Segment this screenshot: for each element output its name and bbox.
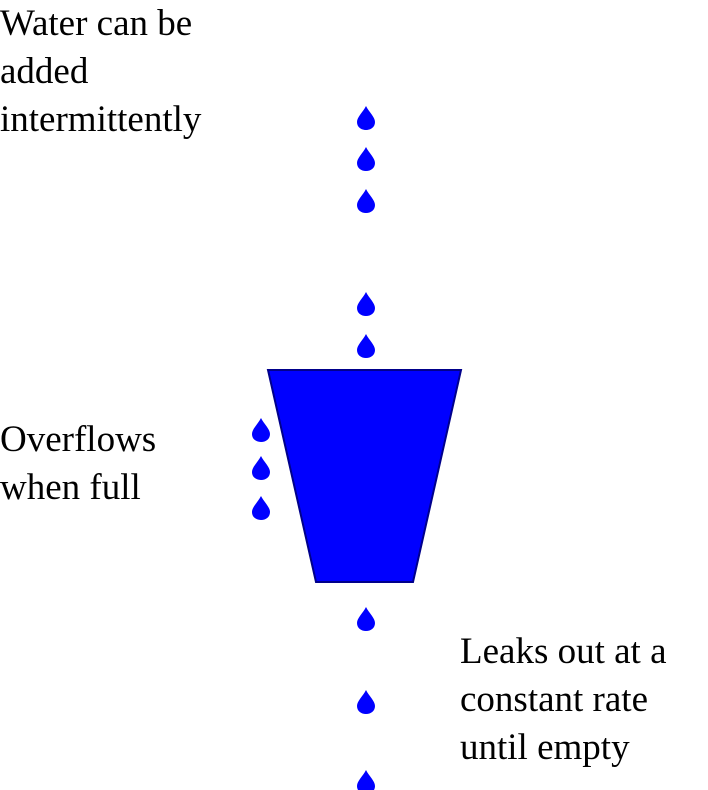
input-label: Water can be added intermittently — [0, 0, 201, 144]
overflow-drops — [252, 418, 270, 520]
leak-label-line-2: constant rate — [460, 679, 648, 720]
leak-label-line-1: Leaks out at a — [460, 631, 667, 672]
water-drop — [357, 292, 375, 316]
water-drop — [357, 147, 375, 171]
leak-label-line-3: until empty — [460, 727, 630, 768]
water-drop — [252, 418, 270, 442]
water-drop — [357, 334, 375, 358]
incoming-drops — [357, 106, 375, 358]
water-drop — [357, 770, 375, 790]
water-drop — [252, 456, 270, 480]
overflow-label-line-1: Overflows — [0, 419, 157, 460]
leak-label: Leaks out at a constant rate until empty — [460, 628, 667, 772]
water-drop — [357, 690, 375, 714]
input-label-line-1: Water can be — [0, 3, 193, 44]
overflow-label: Overflows when full — [0, 416, 156, 512]
water-drop — [357, 106, 375, 130]
water-drop — [357, 189, 375, 213]
leak-drops — [357, 607, 375, 790]
input-label-line-3: intermittently — [0, 99, 202, 140]
water-drop — [252, 496, 270, 520]
water-drop — [357, 607, 375, 631]
input-label-line-2: added — [0, 51, 89, 92]
overflow-label-line-2: when full — [0, 467, 141, 508]
bucket — [266, 369, 463, 583]
